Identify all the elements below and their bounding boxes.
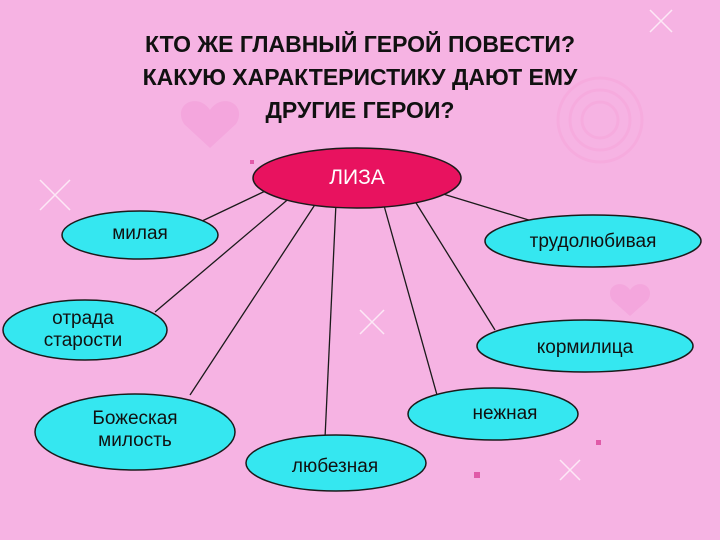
connector-lyubeznaya xyxy=(324,202,337,439)
title-line-2: КАКУЮ ХАРАКТЕРИСТИКУ ДАЮТ ЕМУ xyxy=(142,64,578,90)
title-line-3: ДРУГИЕ ГЕРОИ? xyxy=(265,97,455,123)
connector-kormilitsa xyxy=(412,197,496,331)
center-node-label: ЛИЗА xyxy=(329,166,385,189)
connector-otrada xyxy=(154,195,293,313)
node-otrada xyxy=(2,299,168,361)
node-otrada-label: отрада старости xyxy=(8,306,158,354)
node-nezhnaya xyxy=(407,387,579,441)
node-bozheskaya xyxy=(34,393,236,471)
node-bozheskaya-line-2: милость xyxy=(98,430,172,451)
node-otrada-line-2: старости xyxy=(43,330,123,351)
node-trudolyubivaya-label: трудолюбивая xyxy=(529,231,657,252)
node-kormilitsa xyxy=(476,319,694,373)
node-nezhnaya-label: нежная xyxy=(472,403,538,424)
node-lyubeznaya xyxy=(245,434,427,492)
node-milaya-label: милая xyxy=(112,223,168,244)
node-otrada-line-1: отрада xyxy=(52,308,114,329)
connector-nezhnaya xyxy=(382,201,438,396)
node-bozheskaya-label: Божеская милость xyxy=(50,405,220,455)
node-kormilitsa-label: кормилица xyxy=(536,337,634,358)
node-bozheskaya-line-1: Божеская xyxy=(92,408,178,429)
page-title: КТО ЖЕ ГЛАВНЫЙ ГЕРОЙ ПОВЕСТИ? КАКУЮ ХАРА… xyxy=(60,28,660,127)
connector-lines xyxy=(154,183,546,439)
node-lyubeznaya-label: любезная xyxy=(291,456,379,477)
connector-trudolyubivaya xyxy=(429,189,546,226)
title-line-1: КТО ЖЕ ГЛАВНЫЙ ГЕРОЙ ПОВЕСТИ? xyxy=(144,31,576,57)
node-milaya xyxy=(61,210,219,260)
node-trudolyubivaya xyxy=(484,214,702,268)
connector-bozheskaya xyxy=(189,199,319,396)
center-node xyxy=(252,147,462,209)
